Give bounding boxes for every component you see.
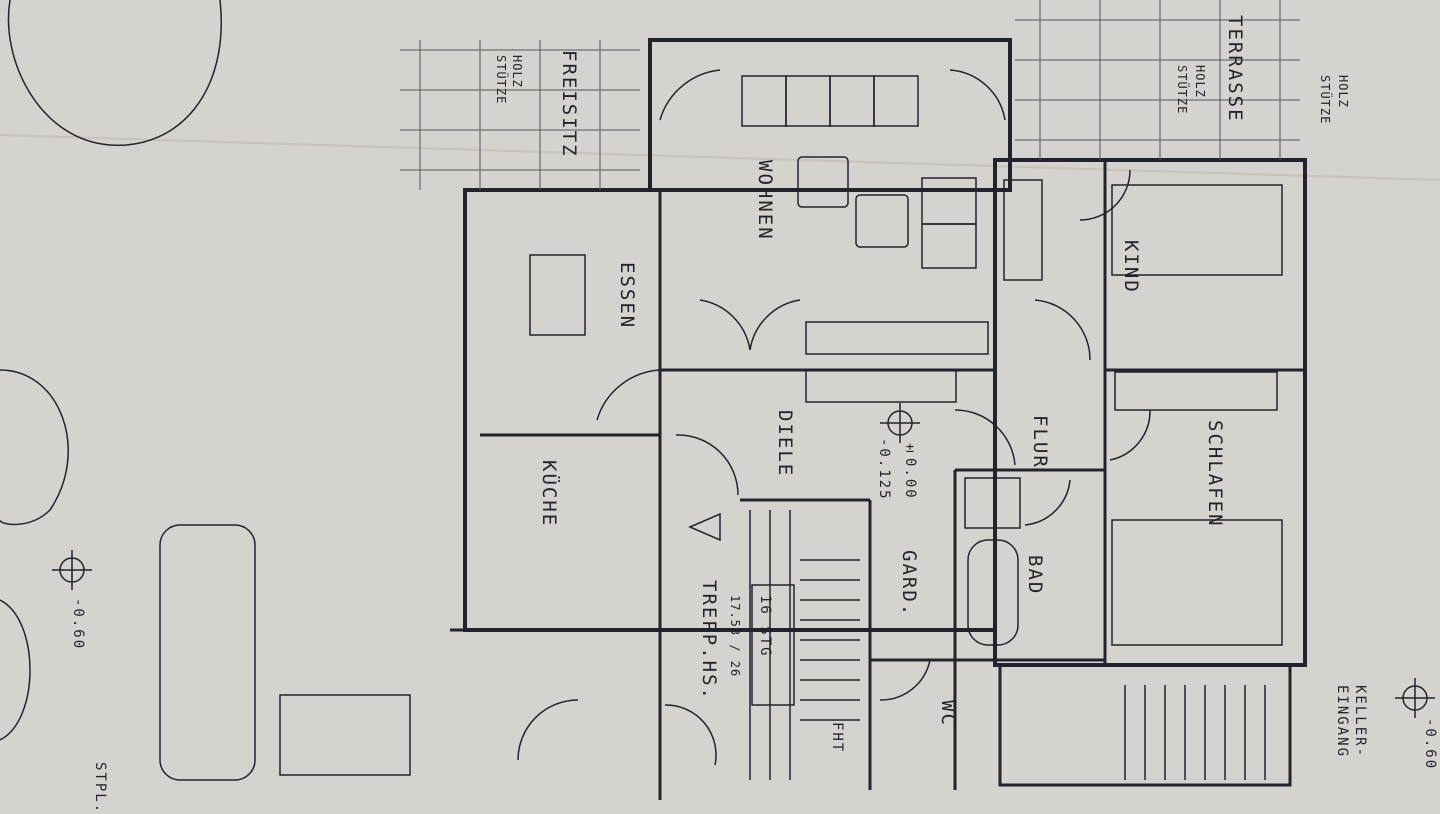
room-label-kind: KIND [1120, 240, 1142, 294]
room-label-treppenhaus: TREPP.HS. [698, 580, 720, 701]
room-label-wc: WC [937, 700, 959, 727]
stair-ratio: 17.53 / 26 [728, 595, 742, 678]
room-label-flur: FLUR [1029, 415, 1051, 469]
level-sub: -0.125 [876, 438, 892, 501]
room-label-bad: BAD [1024, 555, 1046, 596]
label-stuetze: STÜTZE [1318, 75, 1332, 125]
stair-steps: 16 STG [757, 595, 773, 658]
room-label-kueche: KÜCHE [538, 460, 560, 528]
label-fht: FHT [829, 722, 845, 754]
label-holz: HOLZ [1336, 75, 1350, 108]
label-stuetze: STÜTZE [494, 55, 508, 105]
room-label-terrasse: TERRASSE [1224, 15, 1246, 123]
label-keller: KELLER- [1352, 685, 1368, 759]
label-stuetze: STÜTZE [1175, 65, 1189, 115]
label-holz: HOLZ [510, 55, 524, 88]
level-outside-left: -0.60 [70, 598, 86, 651]
label-eingang: EINGANG [1334, 685, 1350, 759]
room-label-wohnen: WOHNEN [754, 160, 776, 241]
room-label-freisitz: FREISITZ [558, 50, 580, 158]
room-label-gard: GARD. [898, 550, 920, 618]
room-label-essen: ESSEN [616, 262, 638, 330]
room-label-diele: DIELE [774, 410, 796, 478]
level-outside-right: -0.60 [1422, 718, 1438, 771]
label-stellplatz: STPL. [92, 762, 108, 814]
label-holz: HOLZ [1193, 65, 1207, 98]
room-label-schlafen: SCHLAFEN [1204, 420, 1226, 528]
level-main: ±0.00 [902, 440, 918, 500]
